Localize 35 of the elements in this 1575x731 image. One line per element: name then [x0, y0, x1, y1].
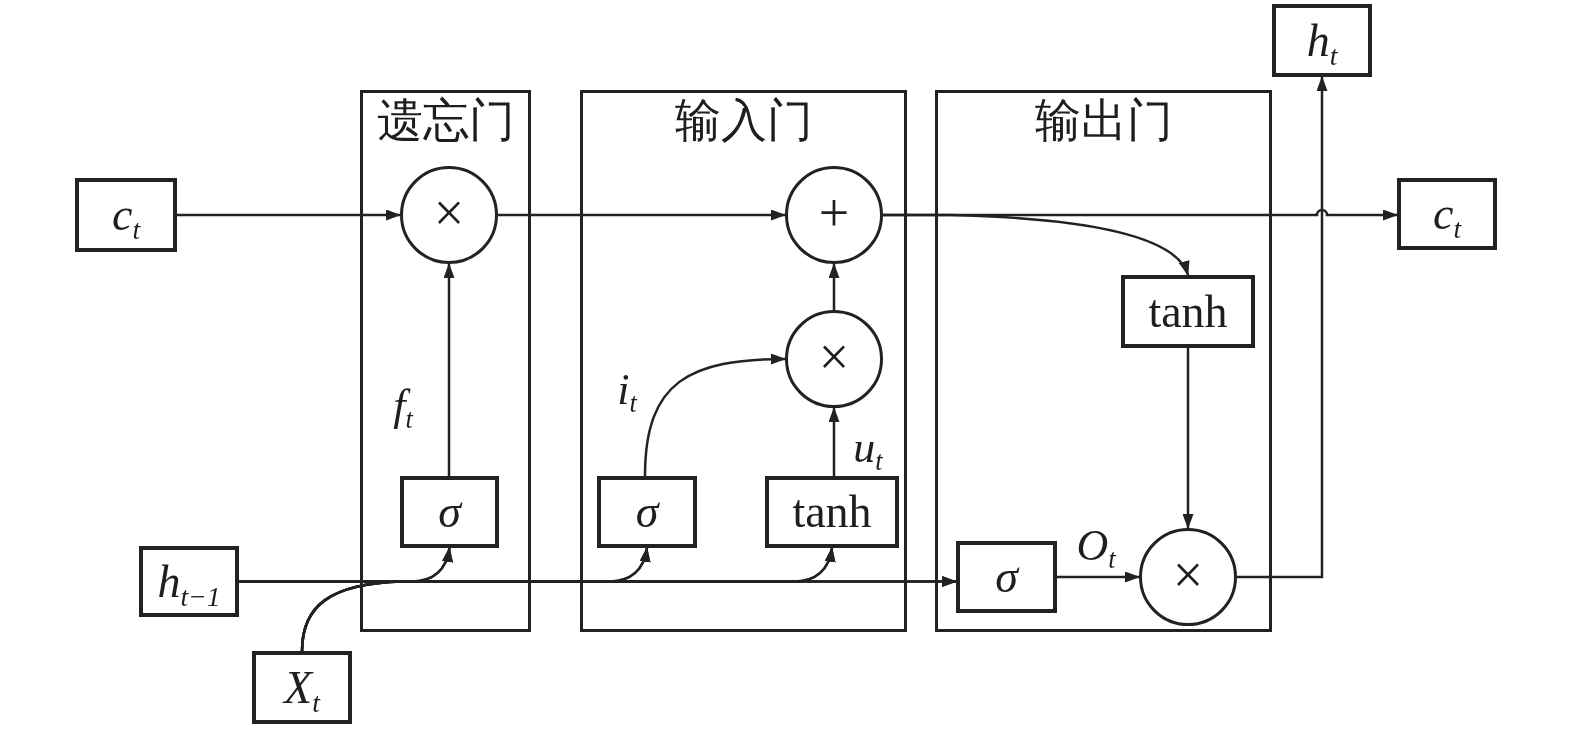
variable-box: X$_{t}$	[252, 651, 352, 724]
arrow	[883, 213, 1190, 276]
edge-label: f$_{t}$	[393, 384, 413, 428]
gate-title: 输入门	[674, 97, 813, 146]
gate-box	[935, 90, 1272, 632]
gate-title: 遗忘门	[376, 97, 515, 146]
arrow	[828, 263, 840, 310]
variable-box: h$_{t}$	[1272, 4, 1372, 77]
gate-title: 输出门	[1034, 97, 1173, 146]
operator-circle: +	[785, 166, 883, 264]
function-box: σ	[597, 476, 697, 548]
variable-box: h$_{t−1}$	[139, 546, 239, 617]
arrow	[1237, 76, 1328, 579]
arrow	[643, 353, 786, 477]
arrow	[443, 263, 455, 476]
operator-circle: ×	[400, 166, 498, 264]
function-box: σ	[956, 541, 1057, 613]
edge-label: O$_{t}$	[1076, 524, 1116, 568]
gate-box	[580, 90, 907, 632]
arrow	[1057, 571, 1140, 583]
function-box: tanh	[1121, 275, 1255, 348]
gate-box	[360, 90, 531, 632]
operator-circle: ×	[785, 310, 883, 408]
operator-circle: ×	[1139, 528, 1237, 626]
arrow	[177, 209, 401, 221]
arrow	[300, 576, 957, 652]
variable-box: c$_{t}$	[75, 178, 177, 252]
edge-label: u$_{t}$	[853, 426, 883, 470]
variable-box: c$_{t}$	[1397, 178, 1497, 250]
function-box: σ	[400, 476, 499, 548]
arrow	[1182, 348, 1194, 529]
function-box: tanh	[765, 476, 899, 548]
edge-label: i$_{t}$	[617, 368, 637, 412]
arrow	[828, 407, 840, 476]
arrow	[498, 209, 786, 221]
